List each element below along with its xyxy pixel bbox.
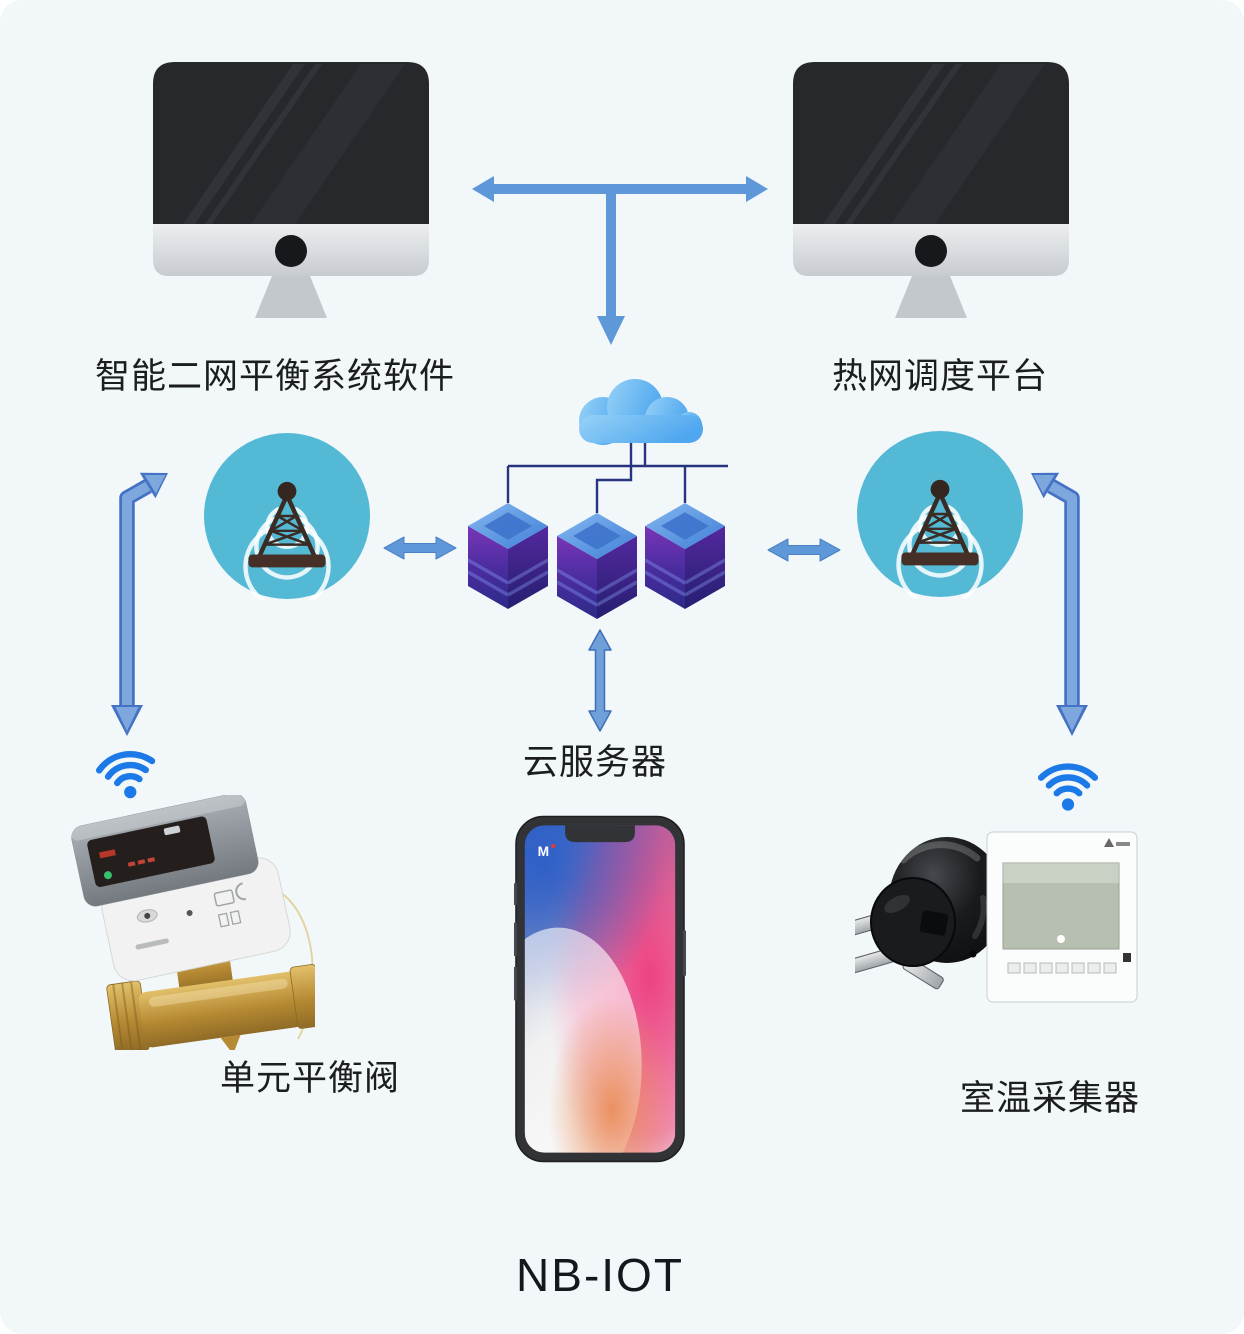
wifi-icon-right [1037, 763, 1099, 811]
thermostat-buttons [1007, 953, 1131, 974]
balance-valve-label: 单元平衡阀 [219, 1059, 400, 1098]
thermostat-lcd [1002, 862, 1120, 950]
arrow-monitors-and-cloud [472, 176, 768, 345]
signal-tower-icon-left [203, 432, 371, 600]
radio-waves [243, 506, 331, 600]
valve-display [87, 816, 215, 887]
arrow-tower-left-valve [111, 472, 168, 736]
arrow-tower-left-servers [383, 536, 457, 560]
network-protocol-label: NB-IOT [516, 1249, 684, 1301]
radio-waves [896, 504, 984, 598]
cloud-servers-icon [467, 379, 728, 619]
wifi-icon-left [95, 751, 156, 799]
dispatch-platform-label: 热网调度平台 [831, 357, 1048, 396]
tower-lattice [248, 481, 326, 568]
tower-lattice [901, 479, 979, 566]
smartphone-image: M [514, 815, 686, 1163]
phone-status-mark: M [538, 844, 549, 859]
arrow-tower-right-sensor [1031, 472, 1088, 736]
phone-notch [565, 825, 635, 843]
monitor-camera-dot [275, 235, 307, 267]
monitor-icon-left [153, 62, 429, 318]
valve-led [103, 871, 112, 880]
server-cubes [467, 503, 726, 619]
cloud-wires [506, 431, 728, 513]
cloud-server-label: 云服务器 [522, 743, 667, 782]
room-sensor-label: 室温采集器 [959, 1079, 1140, 1118]
cloud-icon [579, 379, 703, 445]
arrow-servers-label [588, 629, 612, 732]
arrow-tower-right-servers [767, 538, 841, 562]
valve-actuator [70, 795, 291, 982]
signal-tower-icon-right [856, 430, 1024, 598]
monitor-camera-dot [915, 235, 947, 267]
thermostat-image [986, 831, 1138, 1003]
software-label: 智能二网平衡系统软件 [94, 357, 455, 396]
balance-valve-image [70, 795, 315, 1050]
phone-wallpaper [524, 825, 676, 1153]
monitor-icon-right [793, 62, 1069, 318]
power-plug-image [855, 837, 1005, 990]
